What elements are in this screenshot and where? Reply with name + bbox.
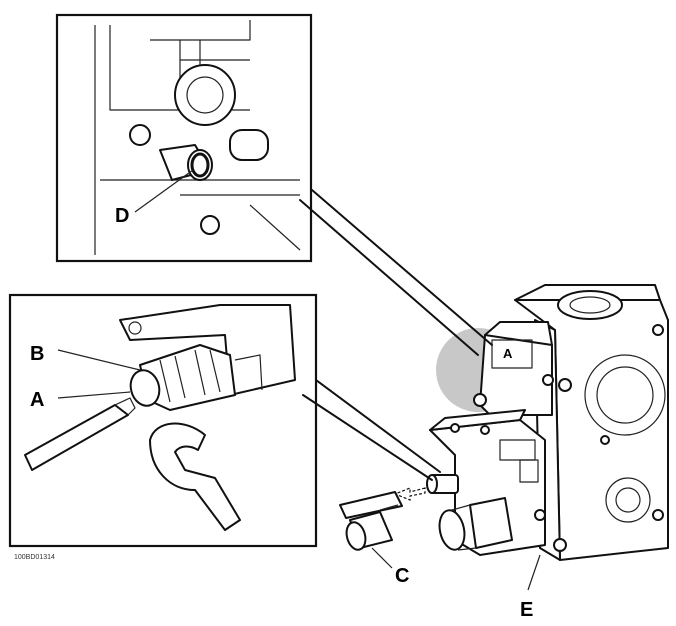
callout-c: C — [395, 565, 409, 587]
callout-d: D — [115, 205, 129, 227]
regulator-block — [436, 321, 554, 416]
inset-connector-lines — [299, 189, 493, 481]
valve-mark-a: A — [503, 346, 513, 361]
lower-body — [426, 409, 546, 556]
callout-b: B — [30, 343, 44, 365]
callout-e: E — [520, 599, 533, 621]
callout-leaders — [371, 547, 541, 591]
callout-a: A — [30, 389, 44, 411]
figure-code: 100BD01314 — [14, 554, 55, 561]
removal-arrow — [393, 487, 426, 501]
inset-detail-ab — [8, 293, 318, 548]
inset-detail-d — [55, 13, 313, 263]
removed-fitting — [339, 491, 403, 551]
